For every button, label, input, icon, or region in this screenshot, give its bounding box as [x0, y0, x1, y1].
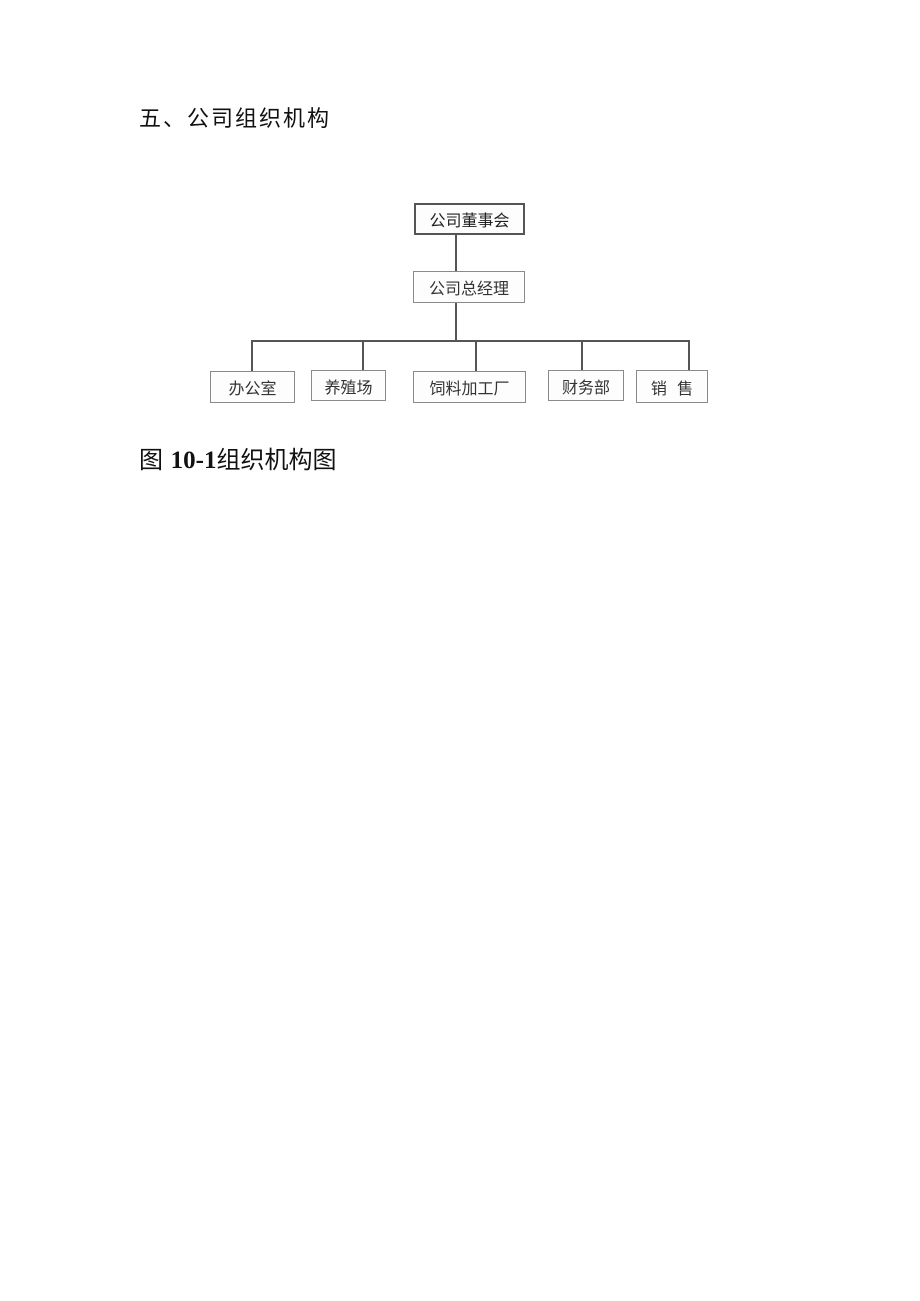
org-box-feed-mill: 饲料加工厂 — [413, 371, 526, 403]
caption-prefix: 图 — [139, 446, 171, 474]
connector-drop-feed-mill — [475, 340, 477, 371]
figure-caption: 图 10-1组织机构图 — [139, 440, 336, 475]
org-box-sales: 销 售 — [636, 370, 708, 403]
connector-drop-farm — [362, 340, 364, 370]
org-box-finance-label: 财务部 — [561, 377, 610, 397]
org-box-sales-label: 销 售 — [650, 378, 694, 398]
caption-number: 10-1 — [170, 447, 217, 474]
org-box-general-manager-label: 公司总经理 — [428, 279, 509, 298]
connector-drop-finance — [581, 340, 583, 370]
org-box-board-label: 公司董事会 — [429, 211, 510, 230]
caption-text: 组织机构图 — [216, 446, 337, 474]
org-box-finance: 财务部 — [548, 370, 624, 401]
section-heading: 五、公司组织机构 — [139, 107, 332, 132]
connector-horizontal-bar — [251, 340, 690, 342]
org-box-board: 公司董事会 — [414, 203, 525, 235]
org-box-feed-mill-label: 饲料加工厂 — [429, 379, 510, 398]
connector-drop-sales — [688, 340, 690, 370]
connector-drop-office — [251, 340, 253, 371]
connector-board-gm — [455, 235, 457, 271]
org-box-general-manager: 公司总经理 — [413, 271, 525, 303]
org-box-office-label: 办公室 — [228, 379, 277, 398]
org-box-farm-label: 养殖场 — [324, 377, 373, 397]
org-box-farm: 养殖场 — [311, 370, 386, 401]
org-box-office: 办公室 — [210, 371, 295, 403]
connector-gm-bar — [455, 303, 457, 341]
